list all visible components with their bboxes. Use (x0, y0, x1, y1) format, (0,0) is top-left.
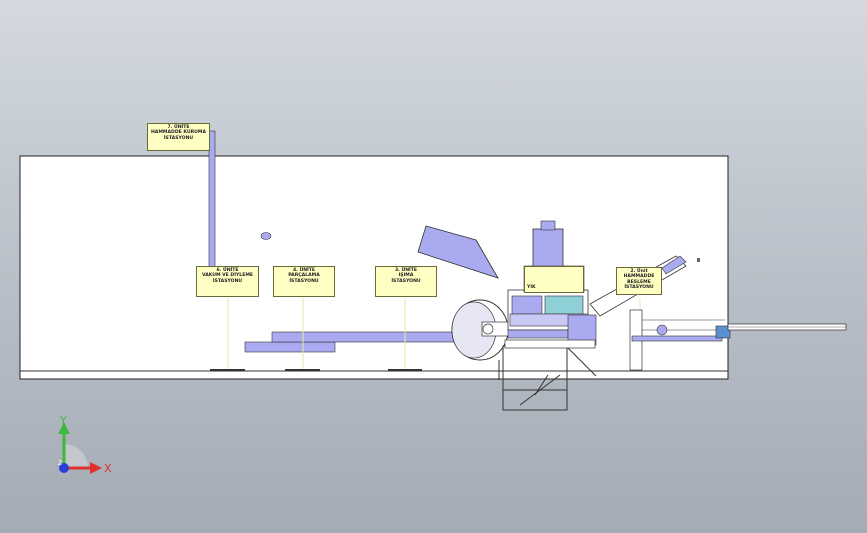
station3-line3: İSTASYONU (391, 278, 421, 284)
station5-label: YIK (524, 266, 584, 293)
upper-pipe (271, 331, 463, 343)
station7-line3: İSTASYONU (163, 135, 194, 141)
station2-line2: HAMMADDE BESLEME (623, 274, 655, 285)
lower-pipe (244, 341, 336, 353)
z-axis-label: Z (58, 460, 62, 467)
station7-line2: HAMMADDE KURUMA (150, 130, 207, 136)
station6-line1: 6. ÜNİTE (216, 268, 239, 273)
y-axis-label: Y (59, 414, 67, 427)
station7-line1: 7. ÜNİTE (167, 125, 190, 130)
station6-line3: İSTASYONU (212, 278, 243, 284)
z-axis-dot (59, 463, 69, 473)
coordinate-triad-icon: Y X Z (58, 414, 112, 475)
x-axis-label: X (104, 462, 112, 475)
station6-label: 6. ÜNİTE VAKUM VE DİYLEME İSTASYONU (196, 266, 259, 297)
station3-label: 3. ÜNİTE IŞIMA İSTASYONU (375, 266, 437, 297)
station6-line2: VAKUM VE DİYLEME (201, 273, 254, 279)
station2-line1: 2. Ünit (630, 269, 648, 274)
vertical-pipe (208, 130, 216, 274)
station4-label: 4. ÜNİTE PARÇALAMA İSTASYONU (273, 266, 335, 297)
station5-line1: YIK (527, 285, 536, 290)
station4-line2: PARÇALAMA (288, 273, 320, 279)
station4-line3: İSTASYONU (289, 278, 319, 284)
cyclone (532, 228, 564, 270)
station3-line1: 3. ÜNİTE (394, 268, 418, 273)
station4-line1: 4. ÜNİTE (292, 268, 316, 273)
station3-line2: IŞIMA (398, 273, 414, 279)
motor (715, 325, 731, 339)
sensor-part (260, 232, 272, 240)
station2-line3: İSTASYONU (624, 285, 654, 291)
station7-label: 7. ÜNİTE HAMMADDE KURUMA İSTASYONU (147, 123, 210, 151)
station2-label: 2. Ünit HAMMADDE BESLEME İSTASYONU (616, 267, 662, 295)
